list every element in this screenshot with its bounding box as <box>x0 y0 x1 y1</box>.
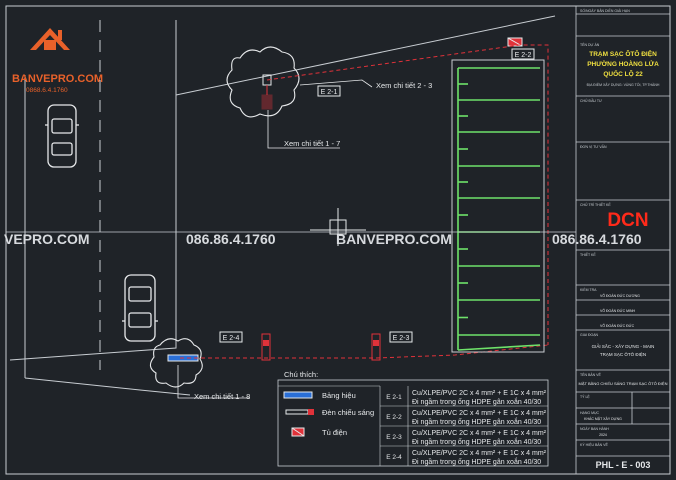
tb-project-line3: QUỐC LỘ 22 <box>603 68 643 78</box>
legend-cable-tag: E 2-2 <box>386 414 402 421</box>
lot-boundary-corner <box>9 340 177 361</box>
light-fixture-bottom-1 <box>261 333 271 361</box>
brand-logo-phone: 0868.6.4.1760 <box>26 87 68 94</box>
brand-logo <box>30 28 70 50</box>
cable-e2-3 <box>180 344 549 359</box>
legend-cable-conduit: Đi ngầm trong ống HDPE gân xoắn 40/30 <box>412 417 541 426</box>
brand-logo-text: BANVEPRO.COM <box>12 73 103 85</box>
tree-top <box>226 46 300 118</box>
cable-runs <box>180 44 549 359</box>
tb-name-c: VÕ ĐOÀN ĐỨC ĐỨC <box>600 323 635 328</box>
legend-cable-spec: Cu/XLPE/PVC 2C x 4 mm² + E 1C x 4 mm² <box>412 430 547 437</box>
parking-area-outline <box>451 59 545 353</box>
legend-cable-spec: Cu/XLPE/PVC 2C x 4 mm² + E 1C x 4 mm² <box>412 390 547 397</box>
tree-bottom <box>149 338 203 388</box>
legend-cable-conduit: Đi ngầm trong ống HDPE gân xoắn 40/30 <box>412 437 541 446</box>
lot-boundary-bottom <box>24 377 191 396</box>
tb-check-label: KIỂM TRA <box>580 287 597 292</box>
legend-cable-spec: Cu/XLPE/PVC 2C x 4 mm² + E 1C x 4 mm² <box>412 450 547 457</box>
tb-consultant-label: CHỦ TRÌ THIẾT KẾ <box>580 202 611 207</box>
tb-name-b: VÕ ĐOÀN ĐỨC MINH <box>600 308 636 313</box>
tb-category: KHÁC MẶT XÂY DỰNG <box>584 417 622 421</box>
tag-e2-4: E 2-4 <box>223 335 240 342</box>
tb-project-line2: PHƯỜNG HOÀNG LỬA <box>587 59 659 68</box>
tb-drawing-number: PHL - E - 003 <box>596 460 651 470</box>
car-top <box>45 104 79 168</box>
light-fixture-bottom-2 <box>371 333 381 361</box>
tb-stage-label: GIAI ĐOẠN <box>580 333 599 337</box>
legend-sign-icon <box>283 391 313 399</box>
legend-cable-conduit: Đi ngầm trong ống HDPE gân xoắn 40/30 <box>412 397 541 406</box>
legend-item-sign: Bảng hiệu <box>322 391 356 400</box>
tb-revision-label: HẠNG MỤC <box>580 411 600 415</box>
legend-cable-tag: E 2-1 <box>386 394 402 401</box>
tb-name-a: VÕ ĐOÀN ĐỨC DƯƠNG <box>600 293 640 298</box>
legend-light-icon <box>285 409 309 415</box>
watermark-phone-right: 086.86.4.1760 <box>552 231 642 247</box>
callout-detail-1-7: Xem chi tiết 1 - 7 <box>284 139 340 148</box>
watermark-site-mid: BANVEPRO.COM <box>336 231 452 247</box>
watermark-site-left: VEPRO.COM <box>4 231 90 247</box>
tb-scale-label: TỶ LỆ <box>580 394 590 399</box>
road <box>9 15 556 396</box>
callout-detail-2-3: Xem chi tiết 2 - 3 <box>376 81 432 90</box>
legend-cable-spec: Cu/XLPE/PVC 2C x 4 mm² + E 1C x 4 mm² <box>412 410 547 417</box>
parking-bays <box>457 67 541 351</box>
tag-e2-2: E 2-2 <box>515 52 532 59</box>
tb-design-label: THIẾT KẾ <box>580 252 596 257</box>
tb-sheet-name: MẶT BẰNG CHIẾU SÁNG TRẠM SẠC ÔTÔ ĐIỆN <box>579 381 668 386</box>
tb-date-label: NGÀY BAN HÀNH <box>580 427 609 431</box>
tb-project-line1: TRẠM SẠC ÔTÔ ĐIỆN <box>589 49 657 58</box>
tb-stage-line2: TRẠM SẠC ÔTÔ ĐIỆN <box>600 350 646 357</box>
car-bottom <box>122 274 158 342</box>
legend-cable-tag: E 2-4 <box>386 454 402 461</box>
tb-project-label: TÊN DỰ ÁN <box>580 42 600 47</box>
light-fixture-top-1 <box>261 74 273 110</box>
legend-item-light: Đèn chiếu sáng <box>322 408 374 417</box>
tb-year: 2024 <box>599 433 607 437</box>
tb-sheet-name-label: TÊN BẢN VẼ <box>580 372 601 377</box>
lot-boundary-top <box>175 15 556 96</box>
center-mark <box>310 208 366 246</box>
tb-company-logo: DCN <box>607 210 648 231</box>
legend-light-head <box>308 409 314 415</box>
tb-header-small: SỐ/NGÀY BẢN DIỄN GIẢI HẠN <box>580 8 630 13</box>
legend-title: Chú thích: <box>284 370 318 379</box>
tag-e2-1: E 2-1 <box>321 89 338 96</box>
legend-item-panel: Tủ điện <box>322 428 347 437</box>
tag-e2-3: E 2-3 <box>393 335 410 342</box>
legend <box>277 379 549 467</box>
legend-cable-conduit: Đi ngầm trong ống HDPE gân xoắn 40/30 <box>412 457 541 466</box>
tb-stage-line1: GIẢI SẮC - XÂY DỰNG - MAIN <box>592 342 655 349</box>
cable-e2-1 <box>266 44 549 195</box>
legend-panel-diagonal <box>291 427 305 437</box>
tb-drawing-label: KÝ HIỆU BẢN VẼ <box>580 442 608 447</box>
legend-cable-rows: E 2-1Cu/XLPE/PVC 2C x 4 mm² + E 1C x 4 m… <box>386 390 546 466</box>
legend-cable-tag: E 2-3 <box>386 434 402 441</box>
tb-contractor-label: ĐƠN VỊ TƯ VẤN <box>580 145 607 149</box>
tb-investor-label: CHỦ ĐẦU TƯ <box>580 98 602 103</box>
plan-tags <box>219 48 535 343</box>
tb-project-sub: ĐỊA ĐIỂM XÂY DỰNG: VÙNG TỐI, TP.THÀNH <box>587 82 660 87</box>
callout-leaders <box>177 79 373 399</box>
watermark-phone-left: 086.86.4.1760 <box>186 231 276 247</box>
title-block <box>575 5 671 475</box>
callout-detail-1-8: Xem chi tiết 1 - 8 <box>194 392 250 401</box>
